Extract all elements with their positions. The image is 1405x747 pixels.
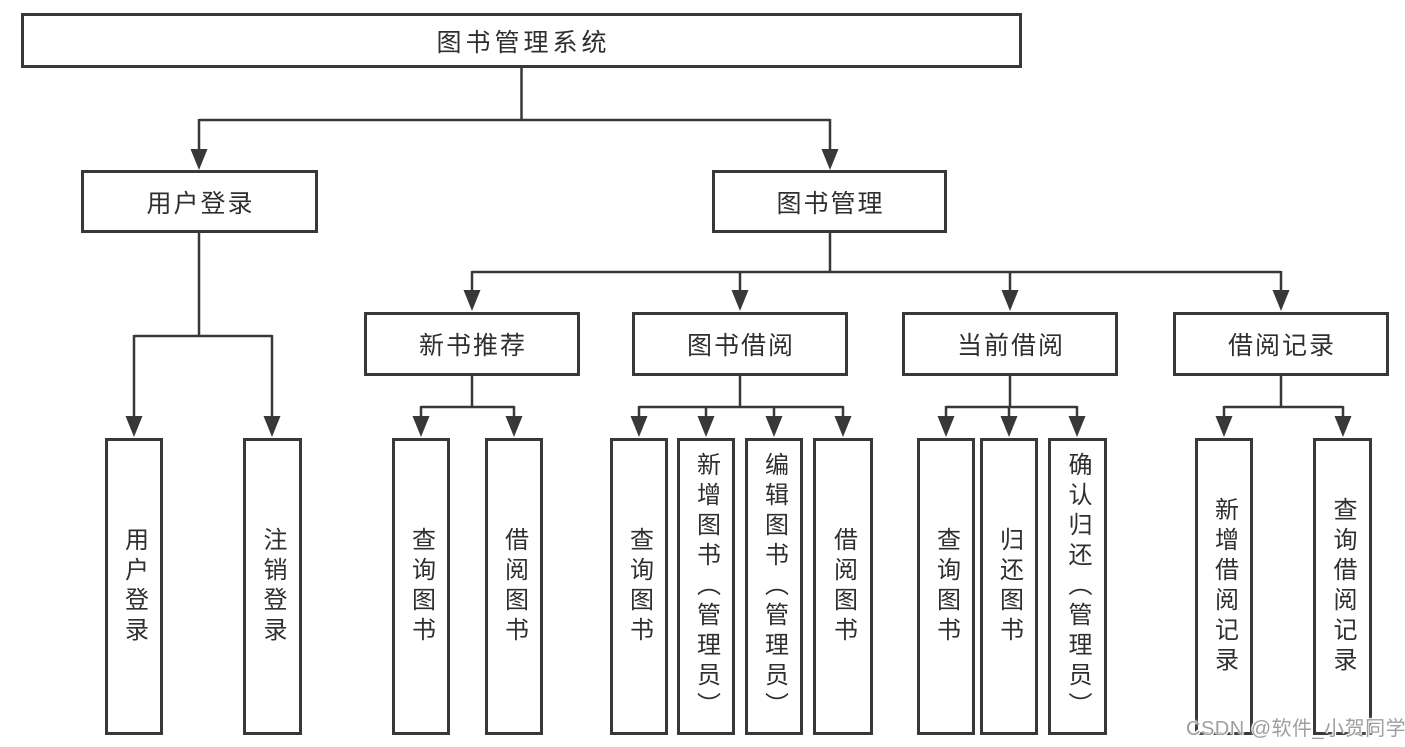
csdn-watermark: CSDN @软件_小贺同学 xyxy=(1186,718,1405,740)
leaf-logout: 注销登录 xyxy=(243,438,302,735)
leaf-borrow-books-2: 借阅图书 xyxy=(813,438,873,735)
node-user-login: 用户登录 xyxy=(81,170,318,233)
leaf-add-borrow-record: 新增借阅记录 xyxy=(1195,438,1253,735)
connector-record-to-leaves xyxy=(1215,376,1352,437)
connector-mgmt-to-level3 xyxy=(463,233,1290,311)
leaf-query-books-1: 查询图书 xyxy=(392,438,450,735)
leaf-query-books-2: 查询图书 xyxy=(610,438,668,735)
leaf-edit-books-admin: 编辑图书（管理员） xyxy=(745,438,803,735)
leaf-query-borrow-record: 查询借阅记录 xyxy=(1313,438,1372,735)
connector-newbook-to-leaves xyxy=(412,376,523,437)
leaf-confirm-return-admin: 确认归还（管理员） xyxy=(1048,438,1107,735)
node-new-book-recommend: 新书推荐 xyxy=(364,312,580,376)
connector-current-to-leaves xyxy=(937,376,1086,437)
leaf-borrow-books-1: 借阅图书 xyxy=(485,438,543,735)
connector-root-to-level2 xyxy=(190,68,839,170)
connector-login-to-leaves xyxy=(125,233,281,437)
leaf-user-login: 用户登录 xyxy=(105,438,163,735)
connector-borrow-to-leaves xyxy=(630,376,852,437)
node-book-borrowing: 图书借阅 xyxy=(632,312,848,376)
leaf-add-books-admin: 新增图书（管理员） xyxy=(677,438,735,735)
node-borrow-records: 借阅记录 xyxy=(1173,312,1389,376)
node-current-borrowing: 当前借阅 xyxy=(902,312,1118,376)
node-book-management: 图书管理 xyxy=(712,170,947,233)
leaf-return-books: 归还图书 xyxy=(980,438,1038,735)
leaf-query-books-3: 查询图书 xyxy=(917,438,975,735)
node-system-root: 图书管理系统 xyxy=(21,13,1022,68)
